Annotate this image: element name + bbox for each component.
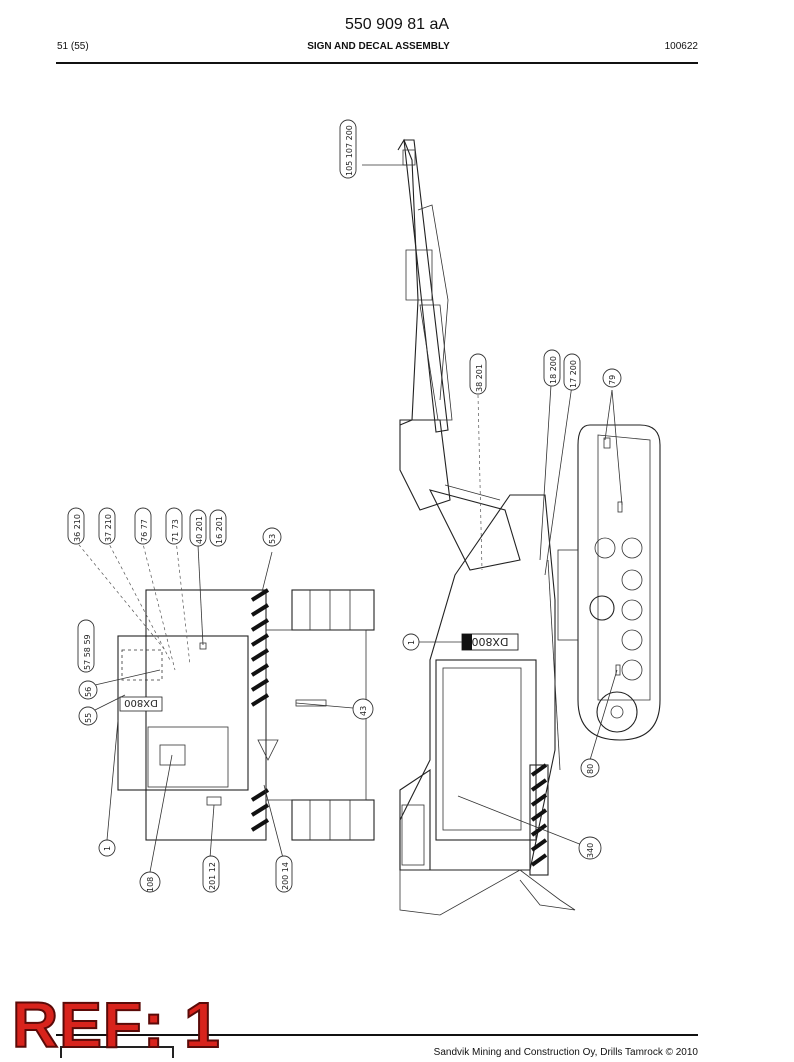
rear-view-body: DX800 [117, 589, 267, 841]
callout-38-201: 38 201 [469, 353, 487, 395]
svg-text:76 77: 76 77 [140, 519, 149, 542]
crawler-track [557, 424, 661, 741]
callout-17-200: 17 200 [563, 353, 581, 391]
document-number: 550 909 81 aA [344, 16, 450, 33]
hazard-stripes [530, 763, 548, 867]
svg-text:38 201: 38 201 [475, 364, 484, 392]
callout-53: 53 [262, 527, 282, 547]
leader-lines [74, 164, 623, 873]
svg-text:36 210: 36 210 [73, 514, 82, 542]
header-rule [56, 62, 698, 64]
logo-fragment [60, 1046, 174, 1058]
callout-55: 55 [78, 706, 98, 726]
callout-43: 43 [352, 698, 374, 720]
callout-1-side: 1 [402, 633, 420, 651]
svg-text:71 73: 71 73 [171, 519, 180, 542]
rear-tracks [257, 589, 375, 841]
callout-18-200: 18 200 [543, 349, 561, 387]
svg-text:340: 340 [586, 843, 595, 858]
svg-text:56: 56 [84, 687, 93, 697]
callout-108: 108 [139, 871, 161, 893]
svg-text:37 210: 37 210 [104, 514, 113, 542]
date-code: 100622 [664, 41, 698, 52]
callout-56: 56 [78, 680, 98, 700]
svg-text:57 58 59: 57 58 59 [83, 634, 92, 670]
svg-text:200 14: 200 14 [281, 862, 290, 890]
page-indicator: 51 (55) [57, 41, 89, 52]
page-title: SIGN AND DECAL ASSEMBLY [307, 41, 450, 52]
svg-text:80: 80 [586, 764, 595, 774]
callout-71-73: 71 73 [165, 507, 183, 545]
svg-text:43: 43 [359, 706, 368, 716]
callout-37-210: 37 210 [98, 507, 116, 545]
svg-text:105 107 200: 105 107 200 [345, 125, 354, 176]
svg-text:53: 53 [268, 534, 277, 544]
svg-text:79: 79 [608, 375, 617, 385]
callout-340: 340 [578, 836, 602, 860]
callouts: 105 107 200 38 201 18 200 17 200 79 1 80… [67, 119, 622, 893]
callout-36-210: 36 210 [67, 507, 85, 545]
svg-text:1: 1 [407, 640, 416, 645]
callout-76-77: 76 77 [134, 507, 152, 545]
footer-rule [56, 1034, 698, 1036]
model-decal-rear [119, 696, 163, 712]
svg-text:108: 108 [146, 877, 155, 892]
model-decal-rear-text: DX800 [124, 697, 158, 708]
boom-assembly [397, 138, 521, 571]
callout-16-201: 16 201 [209, 509, 227, 547]
svg-text:17 200: 17 200 [569, 360, 578, 388]
rear-hazard-stripes [250, 588, 270, 832]
callout-57-58-59: 57 58 59 [77, 619, 95, 673]
callout-40-201: 40 201 [189, 509, 207, 547]
callout-105-107-200: 105 107 200 [339, 119, 357, 179]
callout-79: 79 [602, 368, 622, 388]
callout-80: 80 [580, 758, 600, 778]
callout-200-14: 200 14 [275, 855, 293, 893]
svg-text:16 201: 16 201 [215, 516, 224, 544]
svg-text:18 200: 18 200 [549, 356, 558, 384]
svg-text:201 12: 201 12 [208, 862, 217, 890]
callout-1-rear: 1 [98, 839, 116, 857]
callout-201-12: 201 12 [202, 855, 220, 893]
svg-text:1: 1 [103, 846, 112, 851]
svg-text:40 201: 40 201 [195, 516, 204, 544]
svg-text:55: 55 [84, 713, 93, 723]
model-decal-side-text: DX800 [471, 635, 508, 648]
side-view-body: DX800 [399, 494, 576, 916]
ref-stamp: REF: 1 [11, 988, 221, 1062]
